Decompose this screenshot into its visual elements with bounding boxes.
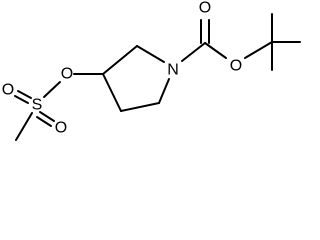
- carbonyl-oxygen-label: O: [199, 0, 211, 17]
- bond-carbonyl-to-nitrogen: [181, 42, 206, 62]
- bond-c3-to-c4: [102, 73, 122, 112]
- bond-ether-oxygen-to-sulfur: [43, 81, 61, 98]
- atom-labels: O O N O S O O: [2, 0, 242, 137]
- bond-s-o-bottom-double-b: [36, 116, 52, 127]
- sulfonyl-oxygen-left-label: O: [2, 82, 14, 99]
- bond-sulfur-to-methyl: [15, 112, 33, 141]
- bond-tbutyl-to-ester-oxygen: [244, 41, 273, 59]
- bond-c2-to-c3: [102, 45, 138, 75]
- bond-c5-to-n: [158, 78, 170, 104]
- sulfur-label: S: [32, 97, 43, 114]
- bond-s-o-left-double-b: [14, 95, 29, 104]
- sulfonyl-oxygen-bottom-label: O: [55, 120, 67, 137]
- bond-s-o-left-double-a: [17, 90, 32, 99]
- bond-c4-to-c5: [120, 102, 160, 112]
- bond-ester-oxygen-to-carbonyl: [204, 42, 227, 59]
- bond-s-o-bottom-double-a: [39, 111, 55, 122]
- chemical-structure: O O N O S O O: [2, 0, 301, 141]
- bond-n-to-c2: [136, 45, 165, 63]
- ether-oxygen-label: O: [61, 66, 73, 83]
- bonds: [14, 13, 301, 141]
- ester-oxygen-label: O: [230, 58, 242, 75]
- ring-nitrogen-label: N: [167, 62, 179, 79]
